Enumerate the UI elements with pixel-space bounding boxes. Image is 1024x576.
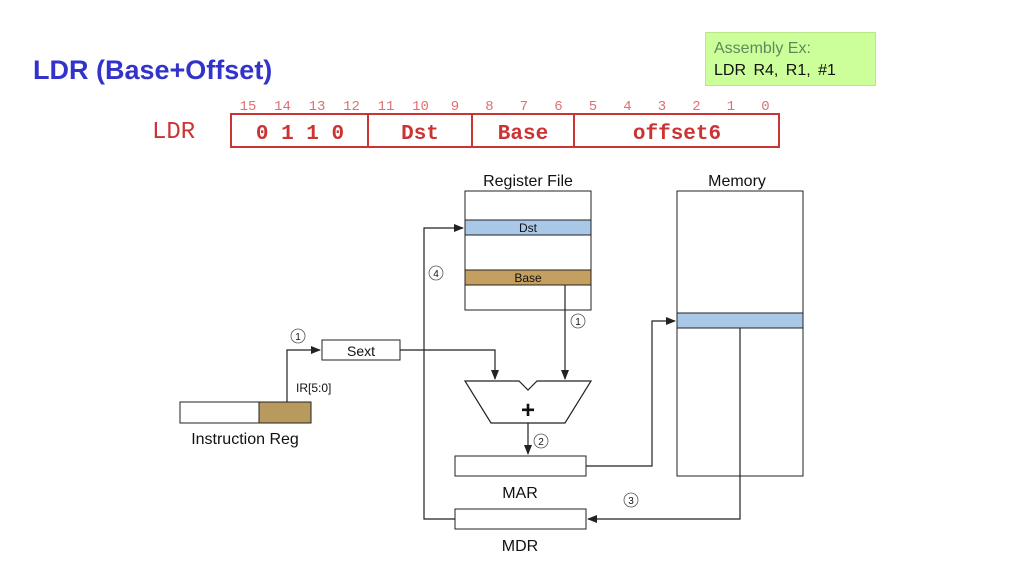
step-marker-3: 3 — [623, 492, 639, 508]
register-dst-row — [464, 219, 592, 236]
adder-symbol: + — [521, 397, 535, 424]
memory-title: Memory — [708, 173, 766, 190]
bit-number-13: 13 — [309, 99, 326, 115]
arrow-ir-to-sext — [286, 346, 321, 402]
register-dst-label: Dst — [519, 221, 538, 235]
bit-number-11: 11 — [378, 99, 395, 115]
bit-number-12: 12 — [343, 99, 360, 115]
encoding-dst-field: Dst — [401, 123, 439, 146]
assembly-example-heading: Assembly Ex: — [714, 40, 811, 57]
arrow-mdr-to-dst — [423, 224, 464, 520]
svg-text:3: 3 — [628, 496, 634, 507]
bit-number-9: 9 — [451, 99, 459, 115]
step-marker-1-sext: 1 — [290, 328, 306, 344]
bit-number-4: 4 — [623, 99, 631, 115]
svg-text:4: 4 — [433, 269, 439, 280]
bit-number-8: 8 — [485, 99, 493, 115]
bit-number-10: 10 — [412, 99, 429, 115]
mdr-box — [454, 508, 587, 530]
instruction-reg-label: Instruction Reg — [191, 431, 299, 448]
mar-label: MAR — [502, 485, 538, 502]
assembly-example-box: Assembly Ex: LDR R4, R1, #1 — [705, 32, 876, 86]
encoding-opcode: 0 1 1 0 — [256, 123, 344, 146]
step-marker-4: 4 — [428, 265, 444, 281]
assembly-example-code: LDR R4, R1, #1 — [714, 62, 836, 79]
adder-shape — [463, 380, 593, 424]
svg-text:1: 1 — [575, 317, 581, 328]
register-file-title: Register File — [483, 173, 573, 190]
bit-number-15: 15 — [240, 99, 257, 115]
bit-number-5: 5 — [589, 99, 597, 115]
slide-title: LDR (Base+Offset) — [33, 55, 273, 85]
mar-box — [454, 455, 587, 477]
register-base-row — [464, 269, 592, 286]
bit-number-3: 3 — [658, 99, 666, 115]
bit-number-0: 0 — [761, 99, 769, 115]
encoding-fields-box — [230, 113, 780, 148]
mdr-label: MDR — [502, 538, 538, 555]
memory-selected-row — [676, 312, 804, 329]
bit-number-7: 7 — [520, 99, 528, 115]
arrow-memory-to-mdr — [587, 328, 741, 523]
encoding-mnemonic: LDR — [152, 119, 195, 146]
register-base-label: Base — [514, 271, 542, 285]
step-marker-2: 2 — [533, 433, 549, 449]
register-file-box — [464, 190, 592, 311]
ir-field-label: IR[5:0] — [296, 381, 331, 395]
svg-text:1: 1 — [295, 332, 301, 343]
encoding-base-field: Base — [498, 123, 548, 146]
svg-text:2: 2 — [538, 437, 544, 448]
arrow-sext-to-adder — [400, 349, 499, 380]
bit-number-1: 1 — [727, 99, 735, 115]
step-marker-1-base: 1 — [570, 313, 586, 329]
bit-number-6: 6 — [554, 99, 562, 115]
instruction-reg-offset-field — [258, 401, 312, 424]
encoding-offset-field: offset6 — [633, 123, 721, 146]
bit-number-14: 14 — [274, 99, 291, 115]
bit-number-2: 2 — [692, 99, 700, 115]
sext-label: Sext — [347, 343, 375, 359]
arrow-mar-to-memory — [586, 317, 676, 467]
